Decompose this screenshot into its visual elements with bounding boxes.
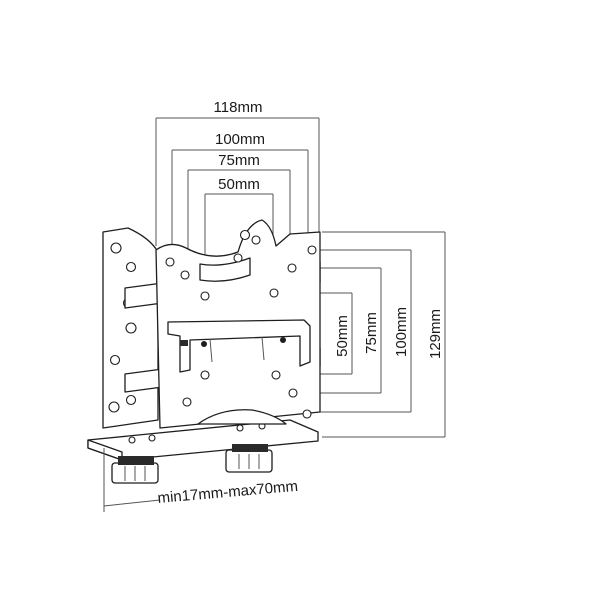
vertical-dimensions: [280, 231, 446, 438]
dim-label-50: 50mm: [218, 176, 260, 193]
dim-label-129: 129mm: [427, 309, 444, 359]
bracket-assembly: [87, 219, 321, 484]
clamp-range-label: min17mm-max70mm: [157, 478, 299, 507]
strap-bracket: [167, 319, 311, 373]
dim-label-100v: 100mm: [393, 307, 410, 357]
dim-label-100: 100mm: [215, 131, 265, 148]
dim-label-50v: 50mm: [334, 315, 351, 357]
horizontal-dimension-labels: 118mm 100mm 75mm 50mm: [214, 99, 265, 193]
vertical-dimension-labels: 50mm 75mm 100mm 129mm: [334, 307, 444, 359]
dim-label-118: 118mm: [214, 99, 263, 116]
dim-label-75: 75mm: [218, 152, 260, 169]
dim-label-75v: 75mm: [363, 312, 380, 354]
clamp-knob-left: [111, 456, 159, 484]
set-screw: [180, 340, 188, 346]
horizontal-dimensions: [155, 117, 320, 300]
clamp-knob-right: [225, 444, 273, 473]
